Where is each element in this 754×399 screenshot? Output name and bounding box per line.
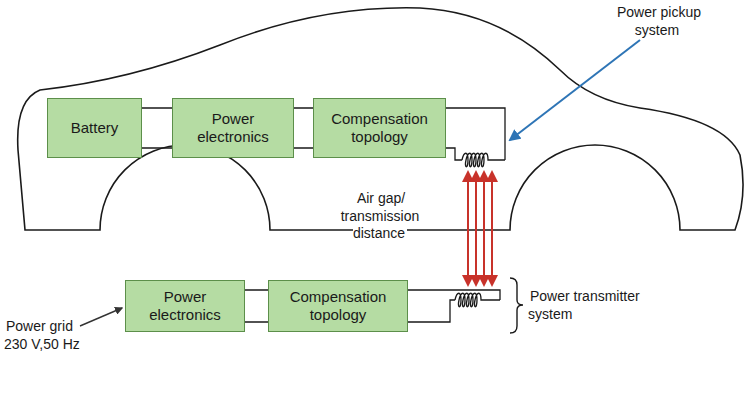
label-text: Power transmitter system: [528, 288, 640, 322]
transmitter-brace: [510, 278, 523, 333]
label-text: Power grid 230 V,50 Hz: [4, 318, 82, 352]
box-text: Battery: [67, 119, 123, 137]
pickup-coil: [462, 153, 505, 167]
label-text: Power pickup system: [615, 4, 701, 38]
process-box: Battery: [47, 98, 142, 158]
field-arrows: [468, 172, 492, 285]
double-line-connector: [245, 290, 268, 322]
process-box: Power electronics: [125, 280, 245, 332]
process-box: Compensation topology: [268, 280, 408, 332]
annotation-label: Power grid 230 V,50 Hz: [4, 318, 96, 353]
transmitter-coil: [455, 293, 500, 307]
box-text: Power electronics: [173, 110, 293, 146]
box-text: Compensation topology: [269, 288, 407, 324]
double-line-connector: [142, 108, 172, 148]
ground-wires: [400, 290, 500, 322]
process-box: Compensation topology: [313, 98, 446, 158]
double-line-connector: [294, 108, 313, 148]
process-box: Power electronics: [172, 98, 294, 158]
label-text: Air gap/ transmission distance: [341, 190, 420, 241]
grid-arrow: [80, 308, 122, 326]
box-text: Power electronics: [126, 288, 244, 324]
car-wires: [438, 108, 505, 160]
pickup-pointer: [510, 40, 640, 140]
annotation-label: Air gap/ transmission distance: [330, 190, 430, 243]
annotation-label: Power transmitter system: [528, 288, 668, 323]
annotation-label: Power pickup system: [598, 4, 718, 39]
box-text: Compensation topology: [314, 110, 445, 146]
